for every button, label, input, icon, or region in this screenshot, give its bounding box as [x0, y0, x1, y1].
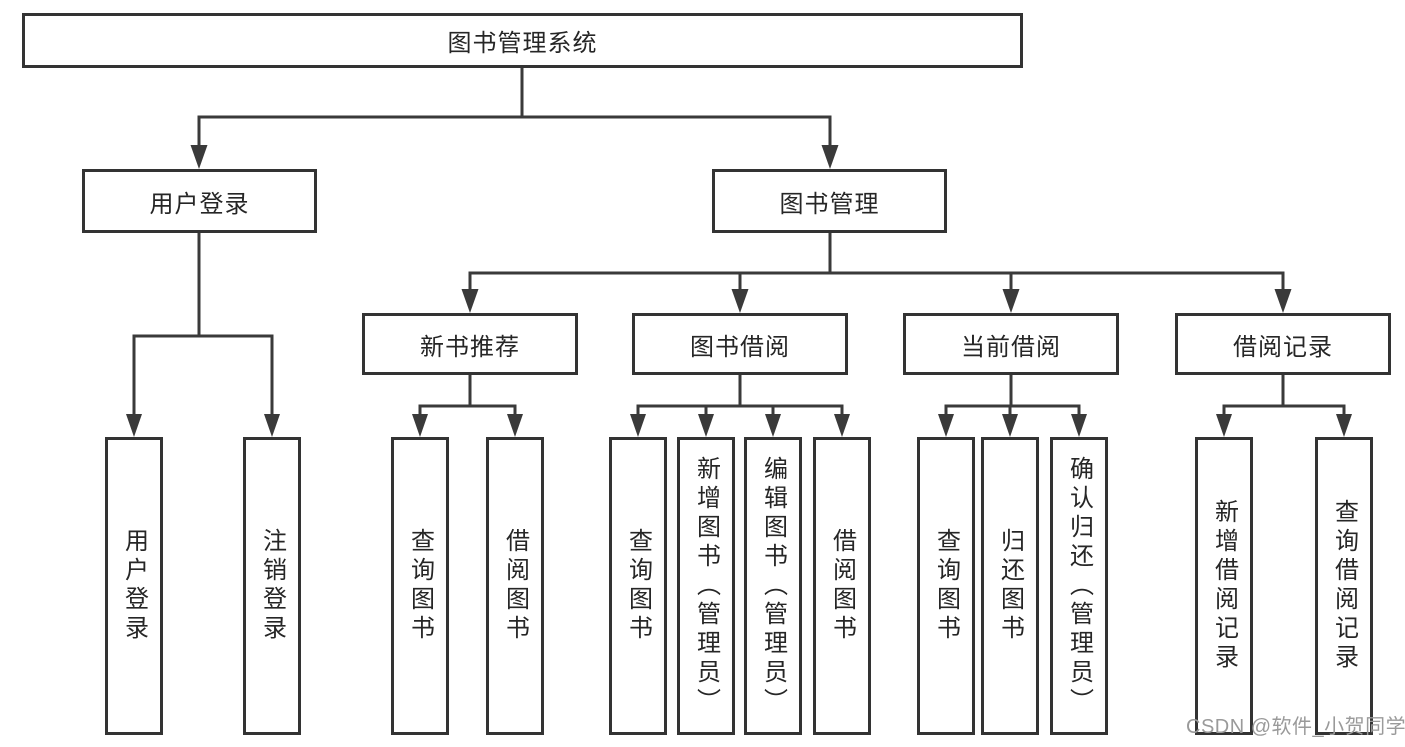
arrowhead	[1336, 414, 1352, 437]
node-leaf-add-borrow-record: 新增借阅记录	[1195, 437, 1253, 735]
arrowhead	[765, 414, 781, 437]
csdn-watermark: CSDN @软件_小贺同学	[1186, 716, 1405, 738]
node-leaf-user-login: 用户登录	[105, 437, 163, 735]
arrowhead	[731, 289, 749, 313]
node-leaf-query-books-recommend: 查询图书	[391, 437, 449, 735]
arrowhead	[698, 414, 714, 437]
node-new-book-recommend: 新书推荐	[362, 313, 578, 375]
arrowhead	[938, 414, 954, 437]
arrowhead	[264, 414, 280, 437]
arrowhead	[1002, 414, 1018, 437]
arrowhead	[190, 145, 208, 169]
node-leaf-borrow-books: 借阅图书	[813, 437, 871, 735]
arrowhead	[412, 414, 428, 437]
arrowhead	[821, 145, 839, 169]
node-borrow-records: 借阅记录	[1175, 313, 1391, 375]
arrowhead	[507, 414, 523, 437]
node-current-borrow: 当前借阅	[903, 313, 1119, 375]
arrowhead	[1071, 414, 1087, 437]
node-book-borrow: 图书借阅	[632, 313, 848, 375]
node-leaf-return-books: 归还图书	[981, 437, 1039, 735]
arrowhead	[1274, 289, 1292, 313]
node-leaf-logout: 注销登录	[243, 437, 301, 735]
arrowhead	[126, 414, 142, 437]
arrowheads-group	[126, 145, 1352, 437]
node-leaf-add-books-admin: 新增图书（管理员）	[677, 437, 735, 735]
node-leaf-confirm-return-admin: 确认归还（管理员）	[1050, 437, 1108, 735]
node-book-management-branch: 图书管理	[712, 169, 947, 233]
node-root-library-system: 图书管理系统	[22, 13, 1023, 68]
node-user-login-branch: 用户登录	[82, 169, 317, 233]
node-leaf-query-books-current: 查询图书	[917, 437, 975, 735]
arrowhead	[1002, 289, 1020, 313]
node-leaf-query-borrow-record: 查询借阅记录	[1315, 437, 1373, 735]
arrowhead	[461, 289, 479, 313]
arrowhead	[630, 414, 646, 437]
node-leaf-query-books-borrow: 查询图书	[609, 437, 667, 735]
node-leaf-edit-books-admin: 编辑图书（管理员）	[744, 437, 802, 735]
arrowhead	[1216, 414, 1232, 437]
node-leaf-borrow-books-recommend: 借阅图书	[486, 437, 544, 735]
arrowhead	[834, 414, 850, 437]
